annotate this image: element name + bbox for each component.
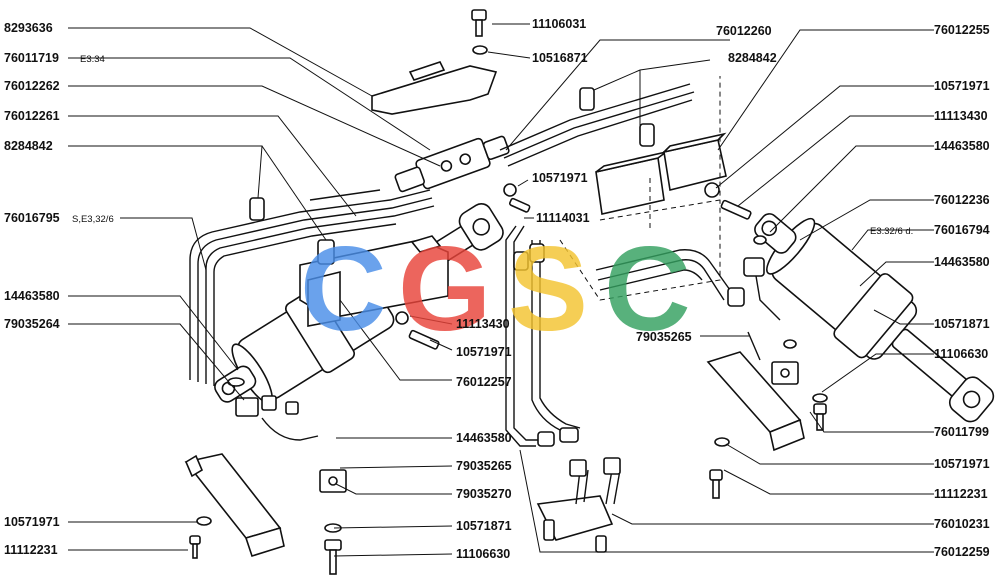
- part-label: 11113430: [934, 109, 988, 123]
- right-cylinder-assembly: [595, 213, 995, 499]
- part-label: 11113430: [456, 317, 510, 331]
- part-label: 10571971: [532, 171, 588, 185]
- leader-lines: [68, 23, 934, 557]
- part-label: 14463580: [456, 431, 512, 445]
- part-label: 10571971: [934, 79, 990, 93]
- part-label: 76012255: [934, 23, 990, 37]
- part-label: 76012257: [456, 375, 512, 389]
- part-label: 79035270: [456, 487, 512, 501]
- reference-notes: E3.34 S,E3,32/6 E3.32/6 d.: [72, 54, 913, 237]
- watermark-logo: C G S C: [300, 222, 691, 356]
- part-label: 79035265: [636, 330, 692, 344]
- note-se3326: S,E3,32/6: [72, 214, 114, 225]
- part-label: 10571971: [4, 515, 60, 529]
- part-label: 8293636: [4, 21, 53, 35]
- part-label: 11106031: [532, 17, 586, 31]
- watermark-letter-3: S: [508, 222, 588, 356]
- part-label: 14463580: [4, 289, 60, 303]
- part-label: 14463580: [934, 255, 990, 269]
- part-label: 10571871: [934, 317, 990, 331]
- part-label: 11114031: [536, 211, 590, 225]
- watermark-letter-1: C: [300, 222, 387, 356]
- part-label: 76011799: [934, 425, 989, 439]
- part-label: 79035264: [4, 317, 60, 331]
- part-label: 76012261: [4, 109, 60, 123]
- part-label: 11106630: [456, 547, 510, 561]
- part-label: 11112231: [4, 543, 58, 557]
- part-label: 76016794: [934, 223, 990, 237]
- part-label: 76012236: [934, 193, 990, 207]
- part-label: 14463580: [934, 139, 990, 153]
- part-label: 11106630: [934, 347, 988, 361]
- part-label: 11112231: [934, 487, 988, 501]
- part-label: 10516871: [532, 51, 588, 65]
- top-bracket-and-valve: [309, 9, 695, 201]
- part-label: 76011719: [4, 51, 59, 65]
- part-label: 76012262: [4, 79, 60, 93]
- part-label: 76010231: [934, 517, 990, 531]
- part-label: 76012260: [716, 24, 772, 38]
- watermark-letter-4: C: [604, 222, 691, 356]
- center-mounting-blocks: [503, 76, 752, 301]
- note-e3326d: E3.32/6 d.: [870, 226, 913, 237]
- part-number-labels-right: 76012255 10571971 11113430 14463580 7601…: [934, 23, 990, 559]
- part-label: 76012259: [934, 545, 990, 559]
- part-label: 76016795: [4, 211, 60, 225]
- left-cylinder-assembly: [184, 189, 504, 575]
- watermark-letter-2: G: [398, 222, 491, 356]
- part-number-labels-center: 11106031 10516871 76012260 8284842 10571…: [456, 17, 777, 561]
- part-label: 10571971: [456, 345, 512, 359]
- center-hose-pair: [505, 225, 621, 553]
- note-e334: E3.34: [80, 54, 105, 65]
- part-label: 10571871: [456, 519, 512, 533]
- part-number-labels-left: 8293636 76011719 76012262 76012261 82848…: [4, 21, 60, 557]
- part-label: 8284842: [4, 139, 53, 153]
- part-label: 8284842: [728, 51, 777, 65]
- part-label: 10571971: [934, 457, 990, 471]
- part-label: 79035265: [456, 459, 512, 473]
